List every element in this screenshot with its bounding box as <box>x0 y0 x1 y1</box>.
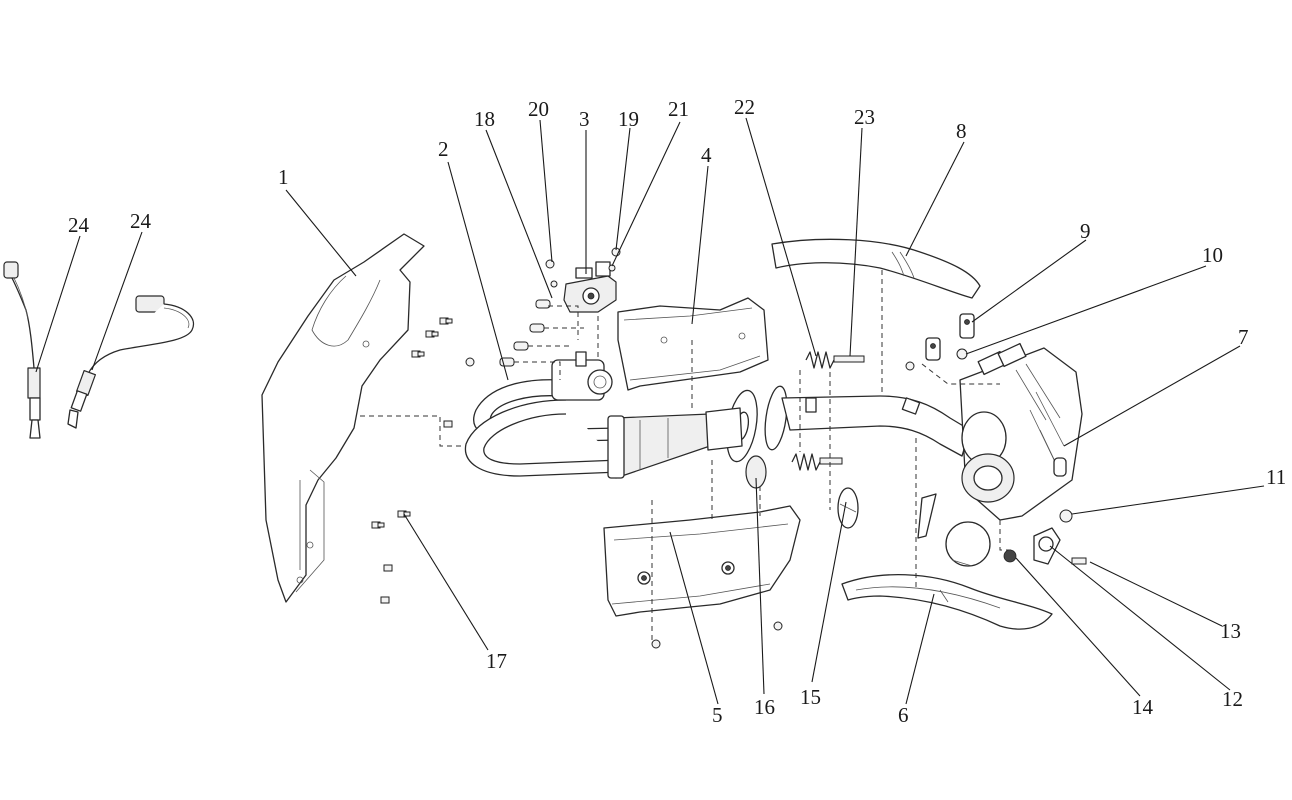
mounting-screws <box>371 317 475 604</box>
callout-18: 18 <box>474 107 495 131</box>
callout-6: 6 <box>898 703 909 727</box>
callout-12: 12 <box>1222 687 1243 711</box>
callout-10: 10 <box>1202 243 1223 267</box>
springs-and-bolts <box>791 351 865 471</box>
lower-muffler-cover <box>841 574 1053 630</box>
header-bracket <box>563 261 617 313</box>
lower-heat-shield <box>603 505 801 649</box>
callout-8: 8 <box>956 119 967 143</box>
oxygen-sensor-left <box>3 261 41 439</box>
callout-11: 11 <box>1266 465 1286 489</box>
link-pipe <box>764 385 971 457</box>
dash-shield-to-screw <box>360 415 470 447</box>
callout-23: 23 <box>854 105 875 129</box>
muffler-clamp <box>917 493 991 567</box>
muffler <box>959 342 1083 521</box>
gasket-15 <box>837 487 859 529</box>
callout-22: 22 <box>734 95 755 119</box>
callout-14: 14 <box>1132 695 1154 719</box>
side-heat-shield <box>261 233 425 603</box>
callout-19: 19 <box>618 107 639 131</box>
dash-bracket <box>514 305 599 380</box>
upper-muffler-cover <box>771 238 981 299</box>
callout-7: 7 <box>1238 325 1249 349</box>
callout-4: 4 <box>701 143 712 167</box>
upper-heat-shield <box>617 297 769 391</box>
callout-9: 9 <box>1080 219 1091 243</box>
callout-5: 5 <box>712 703 723 727</box>
nut-10 <box>905 348 968 371</box>
callout-1: 1 <box>278 165 289 189</box>
callout-3: 3 <box>579 107 590 131</box>
callout-2: 2 <box>438 137 449 161</box>
callout-13: 13 <box>1220 619 1241 643</box>
callout-labels: 1 2 3 4 5 6 7 8 9 10 11 12 13 14 15 16 1… <box>68 95 1286 727</box>
callout-24-right: 24 <box>130 209 152 233</box>
callout-21: 21 <box>668 97 689 121</box>
callout-15: 15 <box>800 685 821 709</box>
callout-20: 20 <box>528 97 549 121</box>
oxygen-sensor-right <box>67 295 195 429</box>
dash-assembly-lines <box>651 270 1012 640</box>
callout-16: 16 <box>754 695 775 719</box>
callout-24-left: 24 <box>68 213 90 237</box>
header-pipes <box>464 351 758 479</box>
leader-lines <box>35 117 1265 705</box>
muffler-bracket-9 <box>925 313 975 361</box>
hardware-11-14 <box>1003 509 1087 565</box>
callout-17: 17 <box>486 649 507 673</box>
